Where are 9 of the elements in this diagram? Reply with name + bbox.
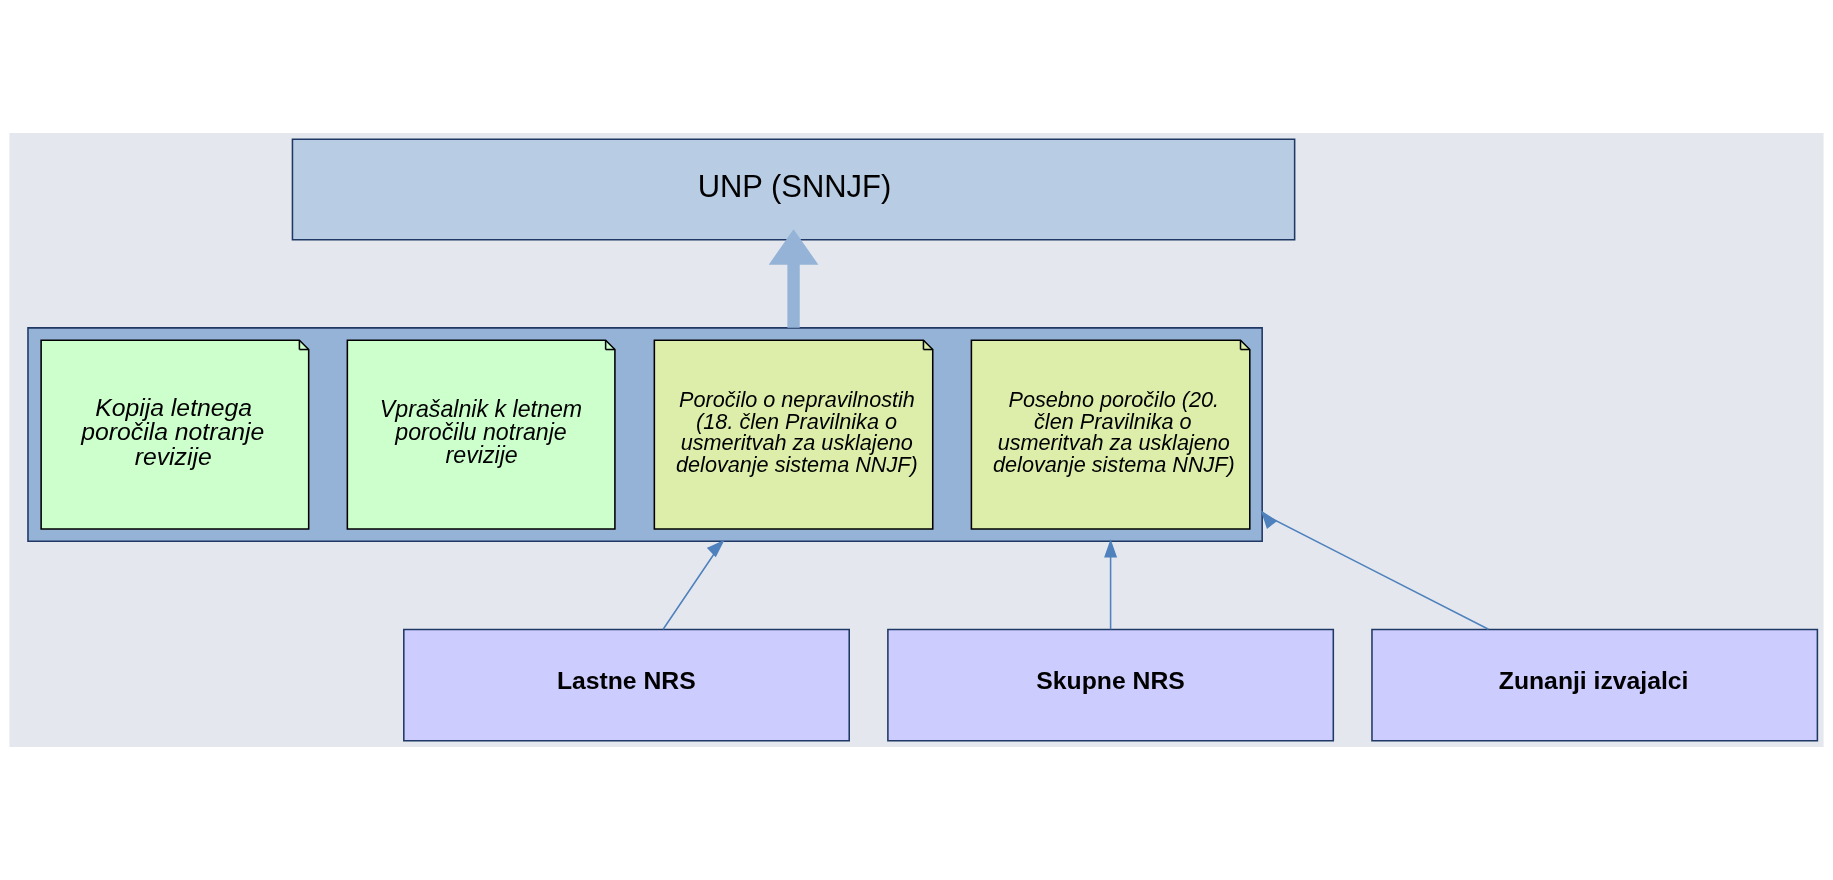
arrow (1104, 538, 1118, 631)
arrow (1260, 510, 1490, 631)
node-box: Skupne NRS (887, 628, 1335, 742)
node-box: Lastne NRS (403, 628, 850, 742)
cluster (27, 327, 1263, 543)
node-box: Zunanji izvajalci (1371, 628, 1819, 742)
node-box: UNP (SNNJF) (291, 138, 1296, 241)
arrow (768, 229, 819, 328)
arrow (662, 539, 725, 631)
